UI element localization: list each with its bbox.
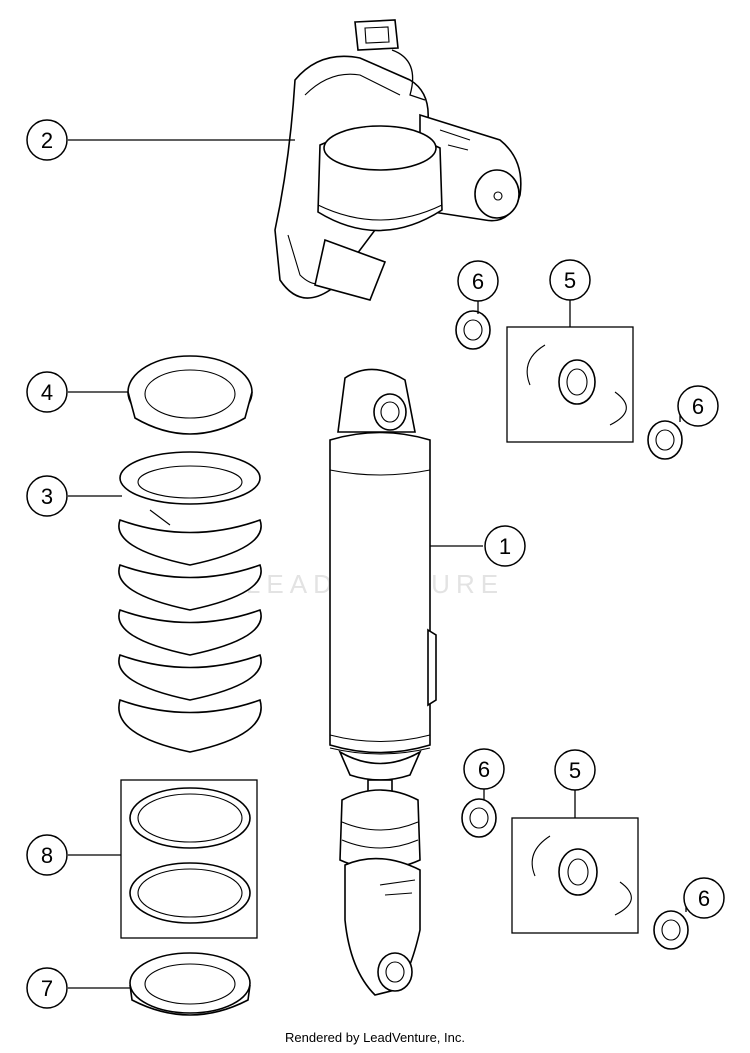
callout-6-lower-left: 6 [463, 748, 505, 790]
part-6-bushing-lower-left[interactable] [461, 798, 497, 838]
callout-label: 6 [692, 394, 704, 419]
part-6-bushing-upper-left[interactable] [455, 310, 491, 350]
part-5-bearing-kit-upper[interactable] [506, 326, 634, 443]
callout-label: 5 [564, 268, 576, 293]
callout-3: 3 [26, 475, 68, 517]
callout-5-upper: 5 [549, 259, 591, 301]
callout-2: 2 [26, 119, 68, 161]
part-8-washers[interactable] [120, 779, 258, 939]
part-3-spring[interactable] [118, 451, 262, 753]
callout-label: 4 [41, 380, 53, 405]
part-6-bushing-lower-right[interactable] [653, 910, 689, 950]
callout-label: 1 [499, 534, 511, 559]
part-2-reservoir[interactable] [274, 19, 522, 301]
callout-6-lower-right: 6 [683, 877, 725, 919]
part-1-shock-absorber[interactable] [329, 368, 437, 996]
callout-8: 8 [26, 834, 68, 876]
callout-label: 2 [41, 128, 53, 153]
callout-4: 4 [26, 371, 68, 413]
footer-credit: Rendered by LeadVenture, Inc. [285, 1030, 465, 1045]
part-4-spring-retainer[interactable] [127, 355, 253, 435]
callout-label: 5 [569, 758, 581, 783]
part-5-bearing-kit-lower[interactable] [511, 817, 639, 934]
callout-label: 6 [478, 757, 490, 782]
callout-label: 8 [41, 843, 53, 868]
callout-1: 1 [484, 525, 526, 567]
callout-label: 6 [698, 886, 710, 911]
part-7-lower-seat[interactable] [129, 952, 251, 1016]
callout-6-upper-right: 6 [677, 385, 719, 427]
callout-label: 3 [41, 484, 53, 509]
callout-label: 7 [41, 976, 53, 1001]
callout-5-lower: 5 [554, 749, 596, 791]
part-6-bushing-upper-right[interactable] [647, 420, 683, 460]
callout-7: 7 [26, 967, 68, 1009]
callout-label: 6 [472, 269, 484, 294]
callout-6-upper-left: 6 [457, 260, 499, 302]
